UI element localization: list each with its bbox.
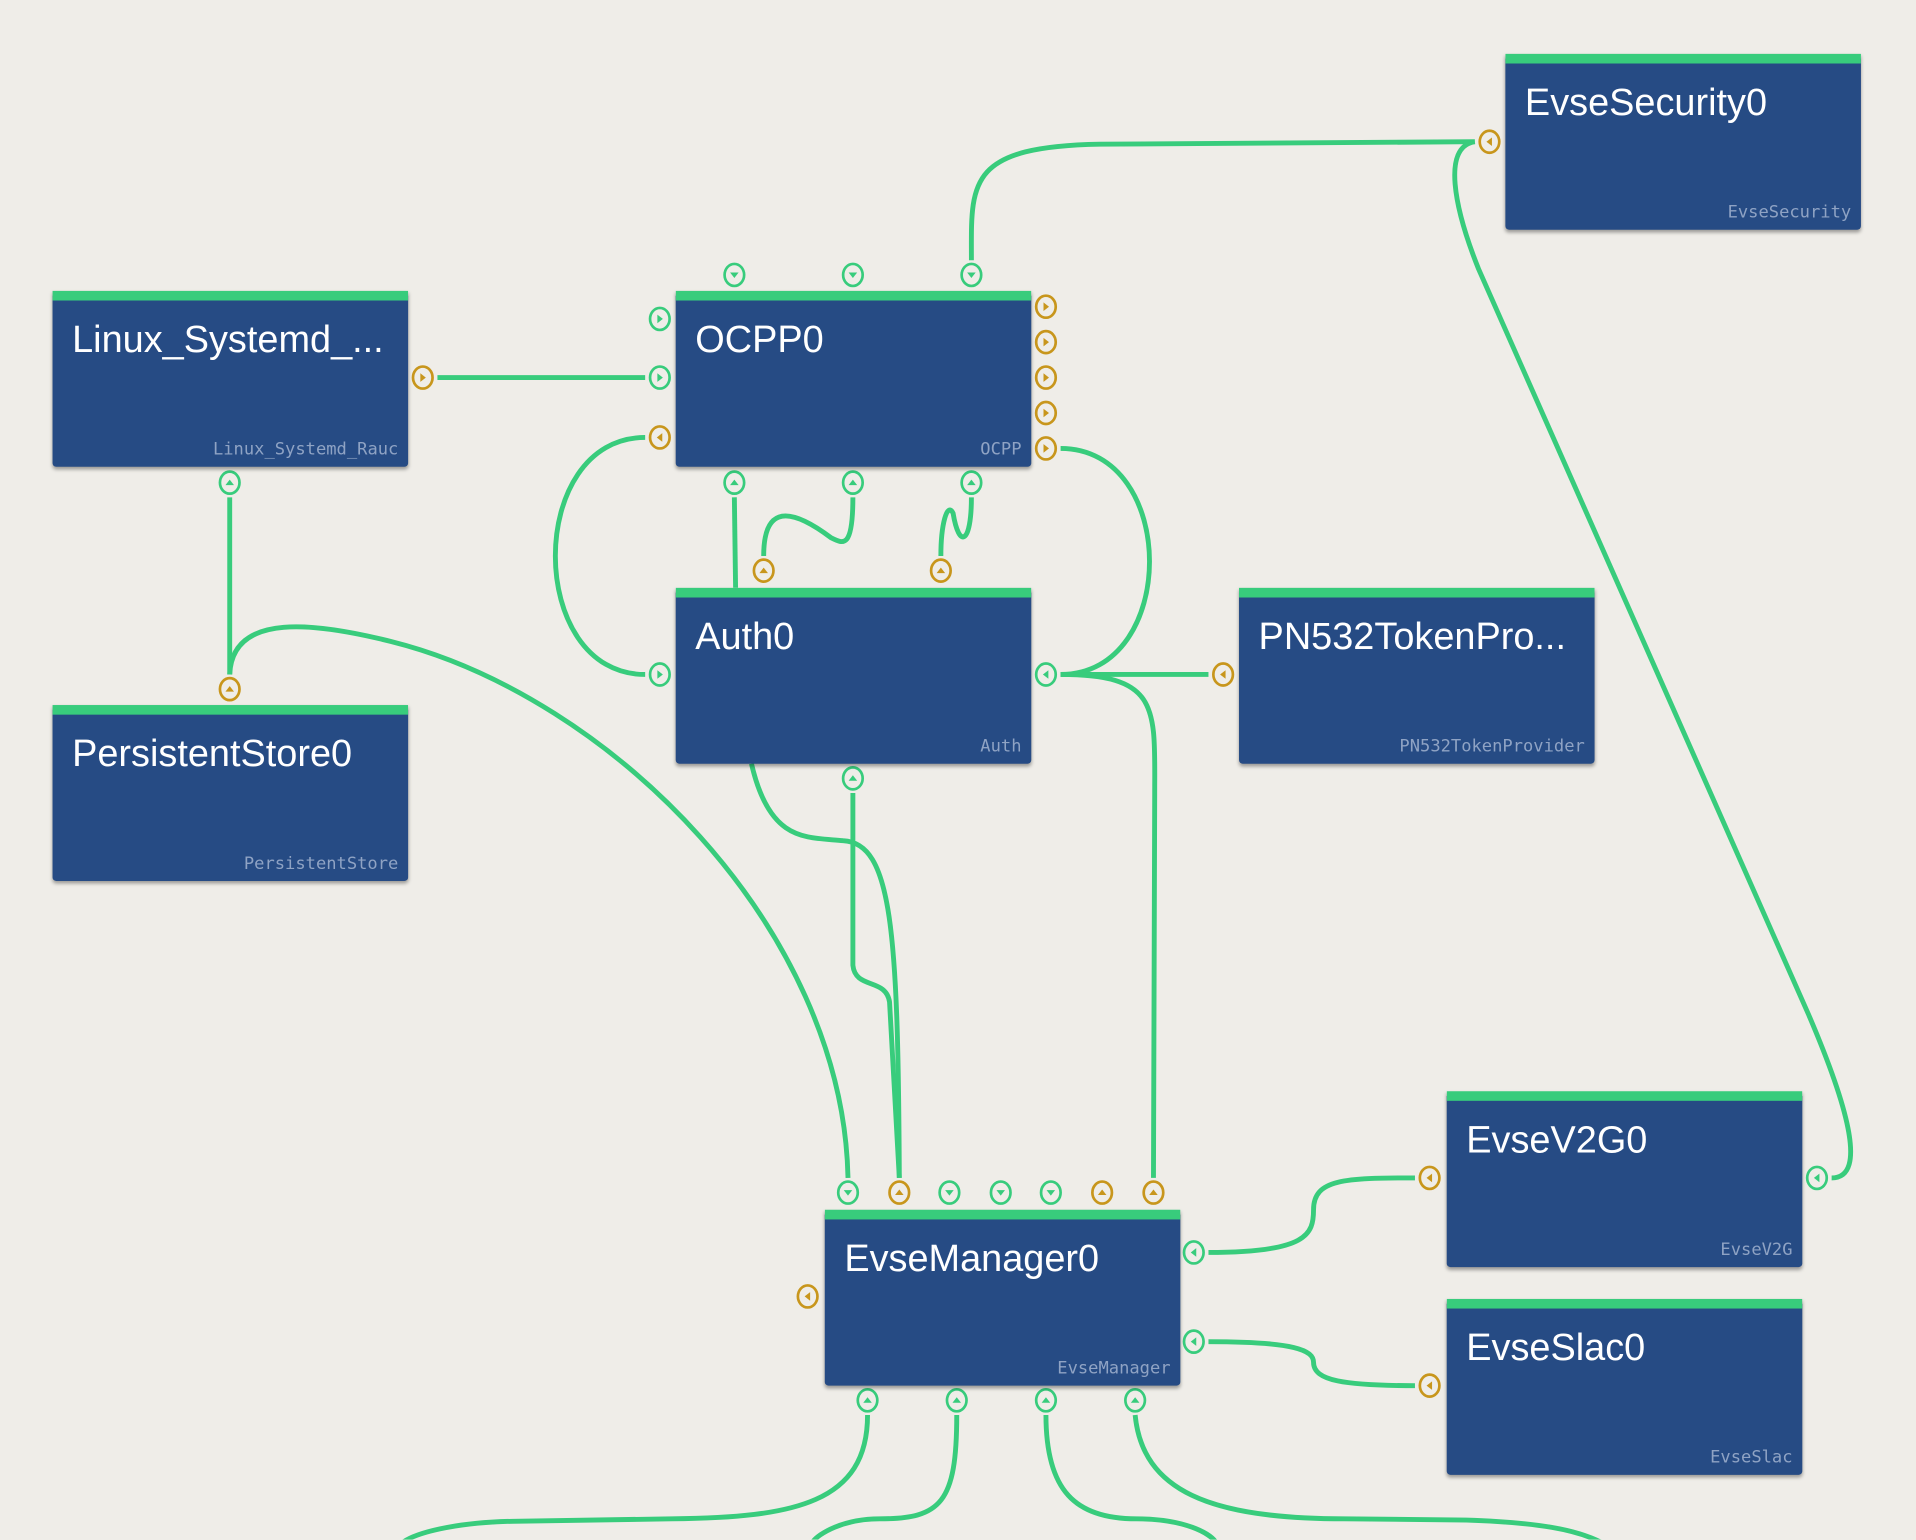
port-arrow-up-icon[interactable] xyxy=(218,470,241,495)
node-title: Auth0 xyxy=(695,614,795,658)
connection-security-v2g[interactable] xyxy=(1452,139,1854,1181)
port-arrow-left-icon[interactable] xyxy=(648,425,671,450)
connection-ocpp-auth-2[interactable] xyxy=(761,497,856,556)
node-type: Linux_Systemd_Rauc xyxy=(212,439,399,460)
port-arrow-right-icon[interactable] xyxy=(648,365,671,390)
port-arrow-up-icon[interactable] xyxy=(960,470,983,495)
node-type: PersistentStore xyxy=(243,854,399,874)
port-arrow-right-icon[interactable] xyxy=(1034,436,1058,461)
port-arrow-left-icon[interactable] xyxy=(1182,1240,1205,1265)
node-title: EvseV2G0 xyxy=(1466,1118,1648,1161)
connection-ocpp-security[interactable] xyxy=(968,139,1475,261)
port-arrow-down-icon[interactable] xyxy=(960,262,983,288)
node-title: PersistentStore0 xyxy=(72,731,353,775)
node-type: EvseManager xyxy=(1057,1358,1171,1379)
port-arrow-up-icon[interactable] xyxy=(752,558,775,583)
connection-persistent-evsemanager[interactable] xyxy=(227,624,851,1178)
node-pn532[interactable]: PN532TokenPro... PN532TokenProvider xyxy=(1239,587,1595,764)
node-title: PN532TokenPro... xyxy=(1258,614,1566,658)
port-arrow-left-icon[interactable] xyxy=(796,1284,819,1309)
port-arrow-up-icon[interactable] xyxy=(1034,1387,1058,1413)
node-type: Auth xyxy=(980,736,1022,757)
port-arrow-left-icon[interactable] xyxy=(1478,129,1501,155)
node-type: EvseSecurity xyxy=(1727,202,1852,223)
node-type: EvseSlac xyxy=(1710,1447,1793,1468)
port-arrow-up-icon[interactable] xyxy=(841,470,865,495)
port-arrow-left-icon[interactable] xyxy=(1034,662,1058,687)
port-arrow-left-icon[interactable] xyxy=(1805,1165,1829,1191)
node-title: Linux_Systemd_... xyxy=(72,317,384,361)
node-linux-systemd[interactable]: Linux_Systemd_... Linux_Systemd_Rauc xyxy=(52,290,409,467)
port-arrow-left-icon[interactable] xyxy=(1418,1165,1441,1191)
connection-auth-evsemanager[interactable] xyxy=(1060,672,1158,1178)
connection-evsemanager-bottom-1[interactable] xyxy=(402,1414,870,1540)
node-title: EvseSlac0 xyxy=(1466,1325,1646,1369)
port-arrow-right-icon[interactable] xyxy=(1034,400,1058,426)
port-arrow-up-icon[interactable] xyxy=(841,766,865,791)
node-type: PN532TokenProvider xyxy=(1399,736,1585,757)
port-arrow-down-icon[interactable] xyxy=(938,1180,961,1205)
port-arrow-down-icon[interactable] xyxy=(1039,1180,1062,1205)
port-arrow-left-icon[interactable] xyxy=(1418,1373,1441,1398)
connection-evsemanager-slac[interactable] xyxy=(1208,1339,1415,1389)
connection-auth-evsemanager-3[interactable] xyxy=(850,793,902,1179)
port-arrow-up-icon[interactable] xyxy=(723,470,746,495)
port-arrow-right-icon[interactable] xyxy=(648,306,671,332)
port-arrow-right-icon[interactable] xyxy=(1034,294,1058,320)
port-arrow-left-icon[interactable] xyxy=(1182,1329,1205,1354)
node-type: OCPP xyxy=(980,439,1022,460)
connection-ocpp-auth-3[interactable] xyxy=(938,497,974,556)
port-arrow-down-icon[interactable] xyxy=(989,1180,1012,1205)
port-arrow-up-icon[interactable] xyxy=(888,1180,911,1205)
port-arrow-up-icon[interactable] xyxy=(218,676,241,702)
connection-ocpp-auth-left[interactable] xyxy=(552,434,646,677)
connection-evsemanager-bottom-4[interactable] xyxy=(1132,1414,1602,1540)
port-arrow-up-icon[interactable] xyxy=(1091,1180,1114,1205)
port-arrow-up-icon[interactable] xyxy=(929,558,952,583)
connection-evsemanager-bottom-3[interactable] xyxy=(1043,1414,1217,1540)
connection-evsemanager-v2g[interactable] xyxy=(1208,1175,1415,1255)
port-arrow-right-icon[interactable] xyxy=(648,662,671,687)
connection-ocpp-auth-1[interactable] xyxy=(731,497,739,588)
port-arrow-up-icon[interactable] xyxy=(945,1387,968,1413)
port-arrow-right-icon[interactable] xyxy=(1034,329,1058,355)
port-arrow-down-icon[interactable] xyxy=(841,262,865,288)
port-arrow-down-icon[interactable] xyxy=(836,1180,860,1205)
port-arrow-up-icon[interactable] xyxy=(1142,1180,1165,1205)
node-type: EvseV2G xyxy=(1720,1240,1793,1260)
port-arrow-up-icon[interactable] xyxy=(1124,1387,1147,1413)
node-title: OCPP0 xyxy=(695,317,824,361)
port-arrow-right-icon[interactable] xyxy=(411,365,434,390)
port-arrow-right-icon[interactable] xyxy=(1034,365,1058,390)
port-arrow-left-icon[interactable] xyxy=(1212,662,1235,687)
connection-evsemanager-bottom-2[interactable] xyxy=(811,1414,960,1540)
port-arrow-down-icon[interactable] xyxy=(723,262,746,288)
port-arrow-up-icon[interactable] xyxy=(856,1387,879,1413)
node-title: EvseManager0 xyxy=(844,1236,1100,1280)
connection-ocpp-auth-right[interactable] xyxy=(1060,445,1152,677)
node-title: EvseSecurity0 xyxy=(1524,80,1768,124)
connection-auth-evsemanager-2[interactable] xyxy=(749,763,902,1178)
